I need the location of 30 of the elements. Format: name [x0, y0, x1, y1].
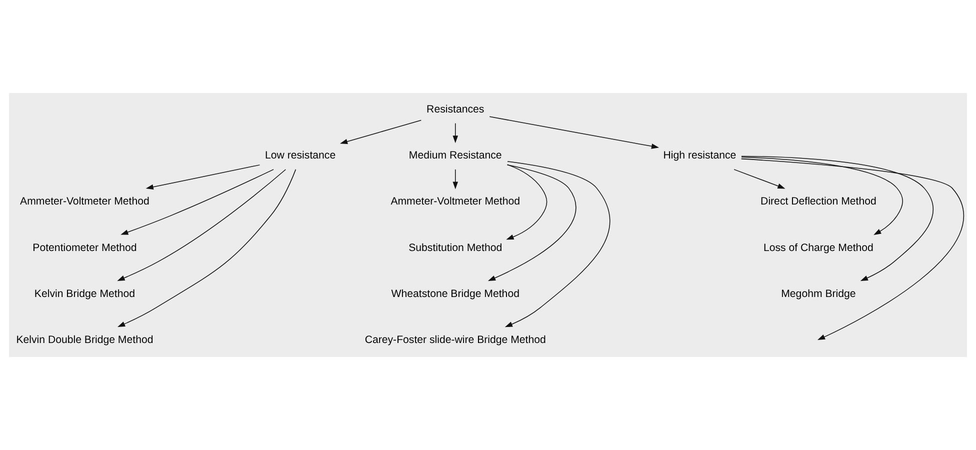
- arrow: [741, 156, 934, 282]
- arrow: [734, 169, 786, 189]
- node-text: Substitution Method: [408, 242, 502, 254]
- arrow: [506, 164, 548, 240]
- node-text: Direct Deflection Method: [760, 196, 876, 208]
- node-text: Low resistance: [265, 150, 336, 162]
- node-text: Ammeter-Voltmeter Method: [390, 196, 520, 208]
- node-text: Kelvin Bridge Method: [34, 288, 135, 300]
- arrow: [740, 158, 964, 340]
- node-text: Megohm Bridge: [781, 288, 856, 300]
- arrow: [452, 169, 458, 190]
- node-text: Loss of Charge Method: [763, 242, 874, 254]
- node-text: Ammeter-Voltmeter Method: [20, 196, 150, 208]
- node-text: Wheatstone Bridge Method: [391, 288, 520, 300]
- arrow: [741, 156, 903, 235]
- node-text: Carey-Foster slide-wire Bridge Method: [364, 334, 546, 346]
- arrow: [504, 161, 610, 328]
- arrow: [489, 116, 660, 149]
- arrow: [488, 164, 576, 282]
- node-text: Resistances: [426, 103, 484, 116]
- arrow: [340, 120, 422, 144]
- arrow: [146, 164, 260, 190]
- arrow: [117, 169, 296, 328]
- node-text: Medium Resistance: [408, 150, 502, 162]
- node-text: High resistance: [663, 150, 736, 162]
- node-text: Potentiometer Method: [32, 242, 137, 254]
- arrow: [120, 169, 274, 235]
- node-text: Kelvin Double Bridge Method: [16, 334, 154, 346]
- arrow: [452, 122, 458, 144]
- arrow: [117, 169, 286, 281]
